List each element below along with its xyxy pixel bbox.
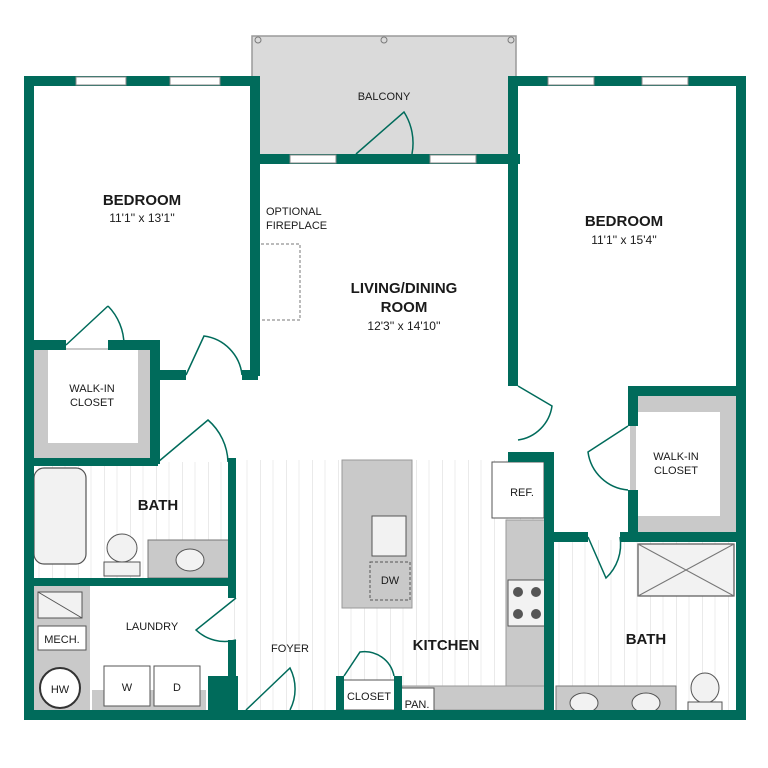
bathtub xyxy=(33,467,87,565)
burner xyxy=(513,587,523,597)
windows xyxy=(75,76,689,164)
burner xyxy=(531,609,541,619)
balcony-post xyxy=(380,36,388,44)
laundry-label: LAUNDRY xyxy=(126,621,179,633)
bath-right-label: BATH xyxy=(626,631,667,648)
fireplace-label-line1: OPTIONAL xyxy=(266,206,322,218)
living-name-line1: LIVING/DINING xyxy=(351,280,458,297)
washer-label: W xyxy=(122,682,133,694)
mech-diagonal xyxy=(37,591,83,619)
walkin-left-line1: WALK-IN xyxy=(69,383,114,395)
bath-left-label: BATH xyxy=(138,497,179,514)
mech-label: MECH. xyxy=(44,634,79,646)
kitchen-sink xyxy=(371,515,407,557)
shower-diagonal xyxy=(637,543,735,597)
dryer-label: D xyxy=(173,682,181,694)
mech-label-box xyxy=(37,625,87,651)
bedroom-left-dims: 11'1'' x 13'1'' xyxy=(109,211,175,225)
living-dims: 12'3'' x 14'10'' xyxy=(367,319,440,333)
burner xyxy=(531,587,541,597)
hw-label: HW xyxy=(51,684,70,696)
walkin-left-line2: CLOSET xyxy=(70,397,114,409)
dishwasher-label: DW xyxy=(381,575,400,587)
washer xyxy=(103,665,151,707)
foyer-label: FOYER xyxy=(271,643,309,655)
toilet-tank xyxy=(103,561,141,577)
dishwasher xyxy=(369,561,411,601)
closet-box xyxy=(341,679,397,711)
toilet xyxy=(690,672,720,704)
stove xyxy=(507,579,547,627)
pantry-label: PAN. xyxy=(405,699,430,711)
fridge-label: REF. xyxy=(510,487,534,499)
dryer xyxy=(153,665,201,707)
door-swings xyxy=(65,110,629,711)
kitchen-label: KITCHEN xyxy=(413,637,480,654)
walls xyxy=(24,76,746,720)
balcony-post xyxy=(507,36,515,44)
walkin-closet-left-inner xyxy=(48,350,138,443)
burner xyxy=(513,609,523,619)
walkin-right-line1: WALK-IN xyxy=(653,451,698,463)
balcony-label: BALCONY xyxy=(358,91,411,103)
living-name-line2: ROOM xyxy=(381,299,428,316)
balcony-post xyxy=(254,36,262,44)
walkin-closet-right-inner xyxy=(636,412,720,516)
closet-label: CLOSET xyxy=(347,691,391,703)
bath-left-sink xyxy=(175,548,205,572)
fireplace-label-line2: FIREPLACE xyxy=(266,220,327,232)
fireplace xyxy=(255,243,301,321)
walkin-right-line2: CLOSET xyxy=(654,465,698,477)
bedroom-left-name: BEDROOM xyxy=(103,192,181,209)
toilet xyxy=(106,533,138,563)
bedroom-right-dims: 11'1'' x 15'4'' xyxy=(591,233,657,247)
water-heater xyxy=(39,667,81,709)
bedroom-right-name: BEDROOM xyxy=(585,213,663,230)
